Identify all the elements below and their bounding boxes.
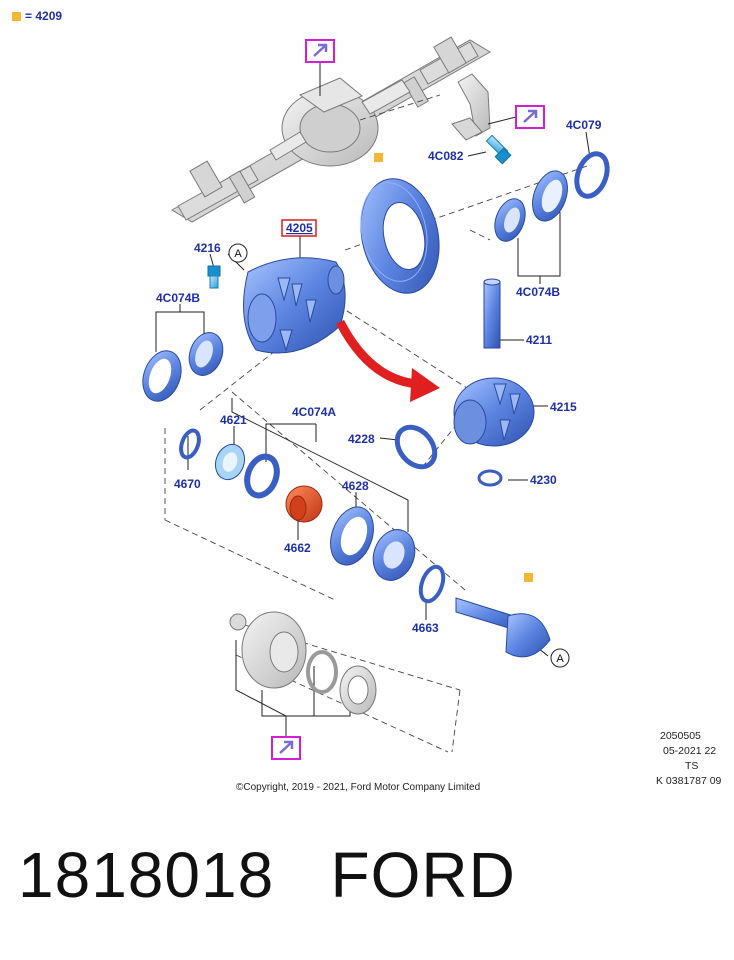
deflector — [306, 650, 338, 694]
meta-line-2: 05-2021 22 — [663, 745, 717, 757]
shim-4663 — [418, 564, 446, 604]
spacer-4662 — [285, 485, 323, 523]
legend-text: = 4209 — [25, 9, 63, 23]
cross-shaft-4211 — [483, 278, 501, 349]
pinion-seal — [339, 665, 377, 715]
callout-a-bottom-text: A — [556, 653, 564, 665]
washer-4228 — [394, 424, 438, 470]
new-part-icon-2 — [515, 105, 545, 129]
bearing-4c074a-large — [372, 529, 416, 581]
gear-set-4215 — [453, 377, 535, 447]
shim-4670 — [179, 428, 201, 460]
differential-case-4205 — [243, 257, 346, 354]
callout-a-bottom: A — [550, 648, 570, 668]
red-arrow — [336, 319, 440, 402]
meta-line-3: TS — [685, 760, 699, 772]
pinion-gear — [455, 597, 551, 658]
footer-title: 1818018 FORD — [18, 838, 516, 912]
label-4230: 4230 — [530, 473, 557, 487]
legend: = 4209 — [12, 9, 62, 23]
callout-a-top-text: A — [234, 248, 242, 260]
callout-a-top: A — [228, 243, 248, 263]
label-4c074b-right: 4C074B — [516, 285, 560, 299]
cup-4628 — [330, 506, 374, 566]
meta-line-1: 2050505 — [660, 730, 701, 742]
copyright-notice: ©Copyright, 2019 - 2021, Ford Motor Comp… — [236, 782, 481, 793]
label-4670: 4670 — [174, 477, 201, 491]
bracket — [451, 73, 491, 141]
footer-part-number: 1818018 — [18, 839, 275, 911]
label-4663: 4663 — [412, 621, 439, 635]
new-part-icon-3 — [271, 736, 301, 760]
bearing-4c074b-right — [494, 170, 568, 242]
highlight-box-4205 — [281, 219, 317, 237]
label-4c074a: 4C074A — [292, 405, 336, 419]
label-4215: 4215 — [550, 400, 577, 414]
label-4c074b-left: 4C074B — [156, 291, 200, 305]
seal-4c079 — [574, 151, 610, 199]
label-4228: 4228 — [348, 432, 375, 446]
bolt-4c082 — [485, 134, 512, 165]
label-4621: 4621 — [220, 413, 247, 427]
ring-gear — [360, 178, 440, 294]
new-part-icon — [305, 39, 335, 63]
label-4628: 4628 — [342, 479, 369, 493]
label-4c082: 4C082 — [428, 149, 464, 163]
sub-assembly-marker-icon-2 — [524, 573, 533, 582]
pinion-flange — [229, 611, 307, 689]
legend-marker-icon — [12, 12, 21, 22]
bolt-4216 — [207, 265, 221, 289]
washer-4230 — [477, 469, 503, 487]
bearing-4621 — [214, 443, 246, 481]
label-4216: 4216 — [194, 241, 221, 255]
label-4211: 4211 — [526, 333, 552, 347]
label-4205[interactable]: 4205 — [286, 221, 313, 235]
axle-housing — [171, 36, 491, 223]
bearing-4c074b-left — [142, 332, 224, 402]
meta-line-4: K 0381787 09 — [656, 775, 722, 787]
footer-brand: FORD — [330, 839, 516, 911]
label-4c079: 4C079 — [566, 118, 602, 132]
label-4662: 4662 — [284, 541, 311, 555]
cup-4c074a-small — [244, 453, 280, 499]
sub-assembly-marker-icon — [374, 153, 383, 162]
exploded-parts-diagram: A A 4C082 4C079 4205 4216 4C074B 4C074B … — [142, 36, 610, 760]
